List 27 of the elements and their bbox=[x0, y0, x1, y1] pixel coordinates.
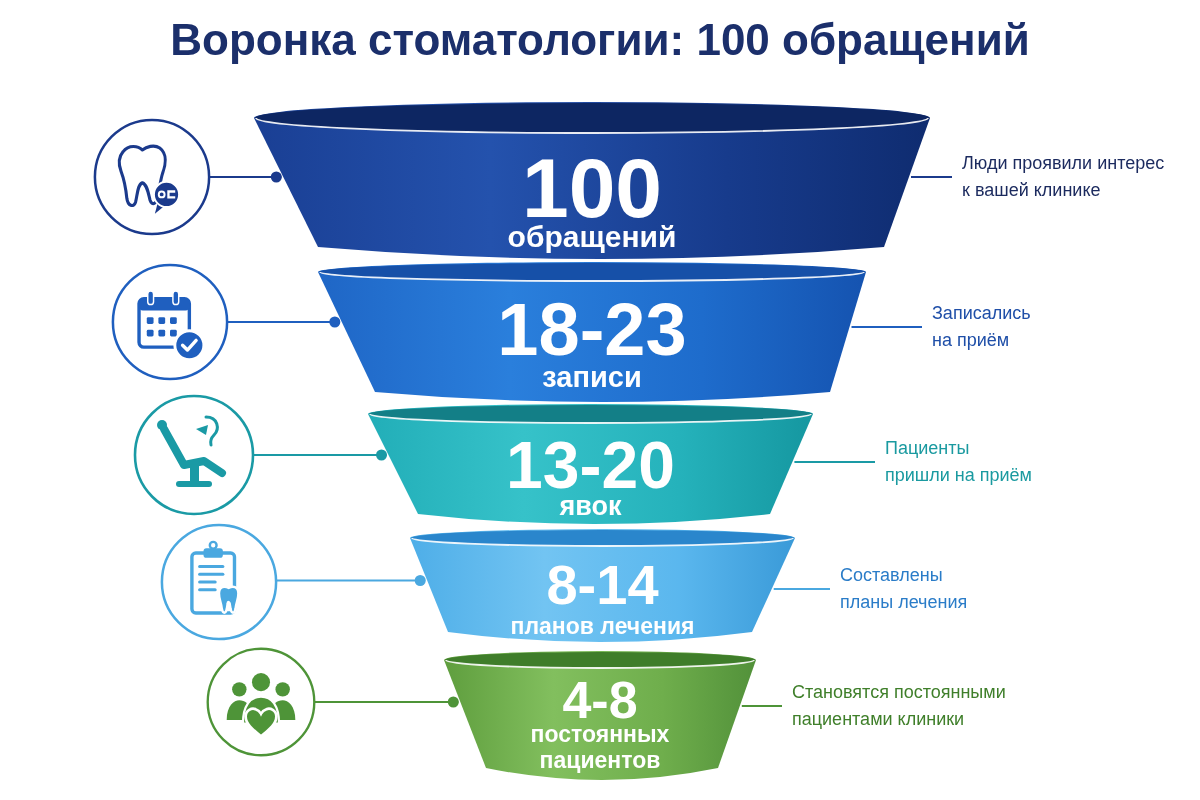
leader-line bbox=[253, 449, 388, 461]
leader-line bbox=[910, 176, 953, 178]
clipboard-tooth-icon bbox=[159, 522, 279, 642]
leader-line bbox=[793, 461, 876, 463]
funnel-segment bbox=[444, 651, 756, 782]
leader-line bbox=[740, 705, 783, 707]
title: Воронка стоматологии: 100 обращений bbox=[170, 16, 1030, 65]
leader-line bbox=[314, 696, 460, 708]
stage-caption: планов лечения bbox=[510, 614, 695, 638]
stage-count: 8-14 bbox=[546, 557, 659, 613]
stage-description: Записались на приём bbox=[932, 300, 1036, 354]
stage-description: Люди проявили интерес к вашей клинике bbox=[962, 150, 1174, 204]
dental-chair-icon bbox=[132, 393, 256, 517]
leader-line bbox=[772, 588, 831, 590]
funnel-segment bbox=[254, 102, 930, 261]
stage-description: Составлены планы лечения bbox=[840, 562, 980, 616]
leader-line bbox=[227, 316, 341, 328]
funnel-segment bbox=[318, 262, 866, 404]
stage-description: Становятся постоянными пациентами клиники bbox=[792, 679, 1037, 733]
leader-line bbox=[276, 575, 427, 586]
funnel-segment bbox=[410, 529, 795, 644]
funnel-segment bbox=[368, 404, 813, 526]
calendar-check-icon bbox=[110, 262, 230, 382]
leader-line bbox=[850, 326, 923, 328]
stage-description: Пациенты пришли на приём bbox=[885, 435, 1037, 489]
leader-line bbox=[209, 171, 283, 183]
tooth-speech-bubble-icon bbox=[92, 117, 212, 237]
